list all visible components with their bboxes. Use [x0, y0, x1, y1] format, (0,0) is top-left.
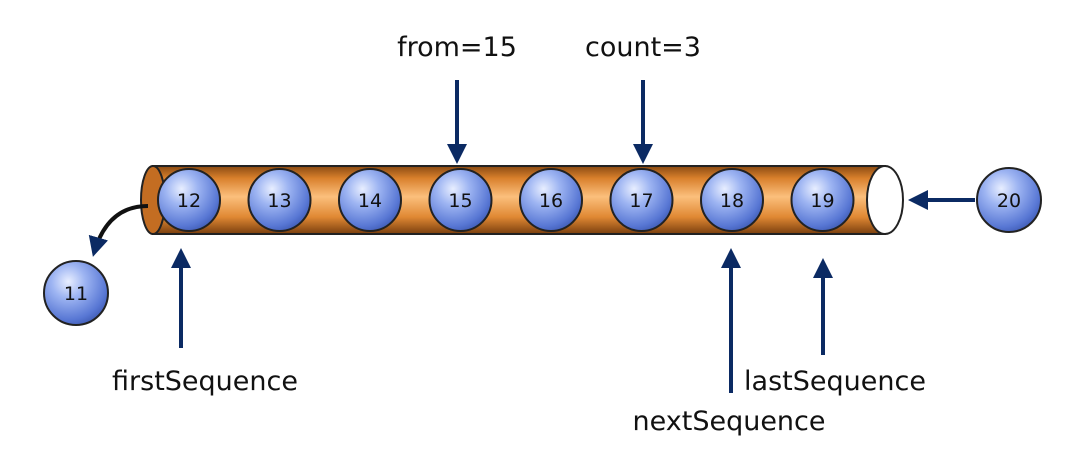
buffer-item: 13	[247, 168, 312, 232]
incoming-item: 20	[976, 167, 1042, 233]
count-label: count=3	[585, 32, 701, 63]
incoming-ball-label: 20	[997, 190, 1021, 212]
buffer-item: 17	[609, 168, 674, 232]
buffer-item: 15	[428, 168, 493, 232]
buffer-ball	[609, 168, 674, 232]
evicted-item: 11	[43, 260, 109, 326]
buffer-item: 18	[700, 168, 764, 232]
from-label: from=15	[397, 32, 517, 63]
buffer-ball	[428, 168, 493, 232]
evicted-ball	[43, 260, 109, 326]
buffer-ball	[157, 168, 221, 232]
buffer-ball-label: 13	[267, 190, 291, 212]
next-sequence-label: nextSequence	[633, 406, 826, 437]
buffer-ball-label: 19	[810, 190, 834, 212]
buffer-ball-label: 12	[177, 190, 201, 212]
buffer-ball	[519, 168, 583, 232]
buffer-item: 16	[519, 168, 583, 232]
buffer-ball-label: 17	[629, 190, 653, 212]
last-sequence-label: lastSequence	[744, 366, 926, 397]
buffer-ball	[247, 168, 312, 232]
buffer-item: 14	[338, 168, 402, 232]
tube-right-opening	[866, 165, 904, 235]
buffer-ball-label: 16	[539, 190, 563, 212]
buffer-items: 12 13 14 15 16 17 18 19	[157, 168, 855, 232]
buffer-ball	[700, 168, 764, 232]
buffer-item: 12	[157, 168, 221, 232]
incoming-ball	[976, 167, 1042, 233]
buffer-ball	[338, 168, 402, 232]
first-sequence-label: firstSequence	[112, 366, 298, 397]
evicted-arrow	[88, 204, 149, 257]
buffer-ball-label: 14	[358, 190, 382, 212]
buffer-item: 19	[790, 168, 855, 232]
evicted-ball-label: 11	[64, 283, 88, 305]
buffer-ball-label: 15	[448, 190, 472, 212]
buffer-ball-label: 18	[720, 190, 744, 212]
buffer-ball	[790, 168, 855, 232]
